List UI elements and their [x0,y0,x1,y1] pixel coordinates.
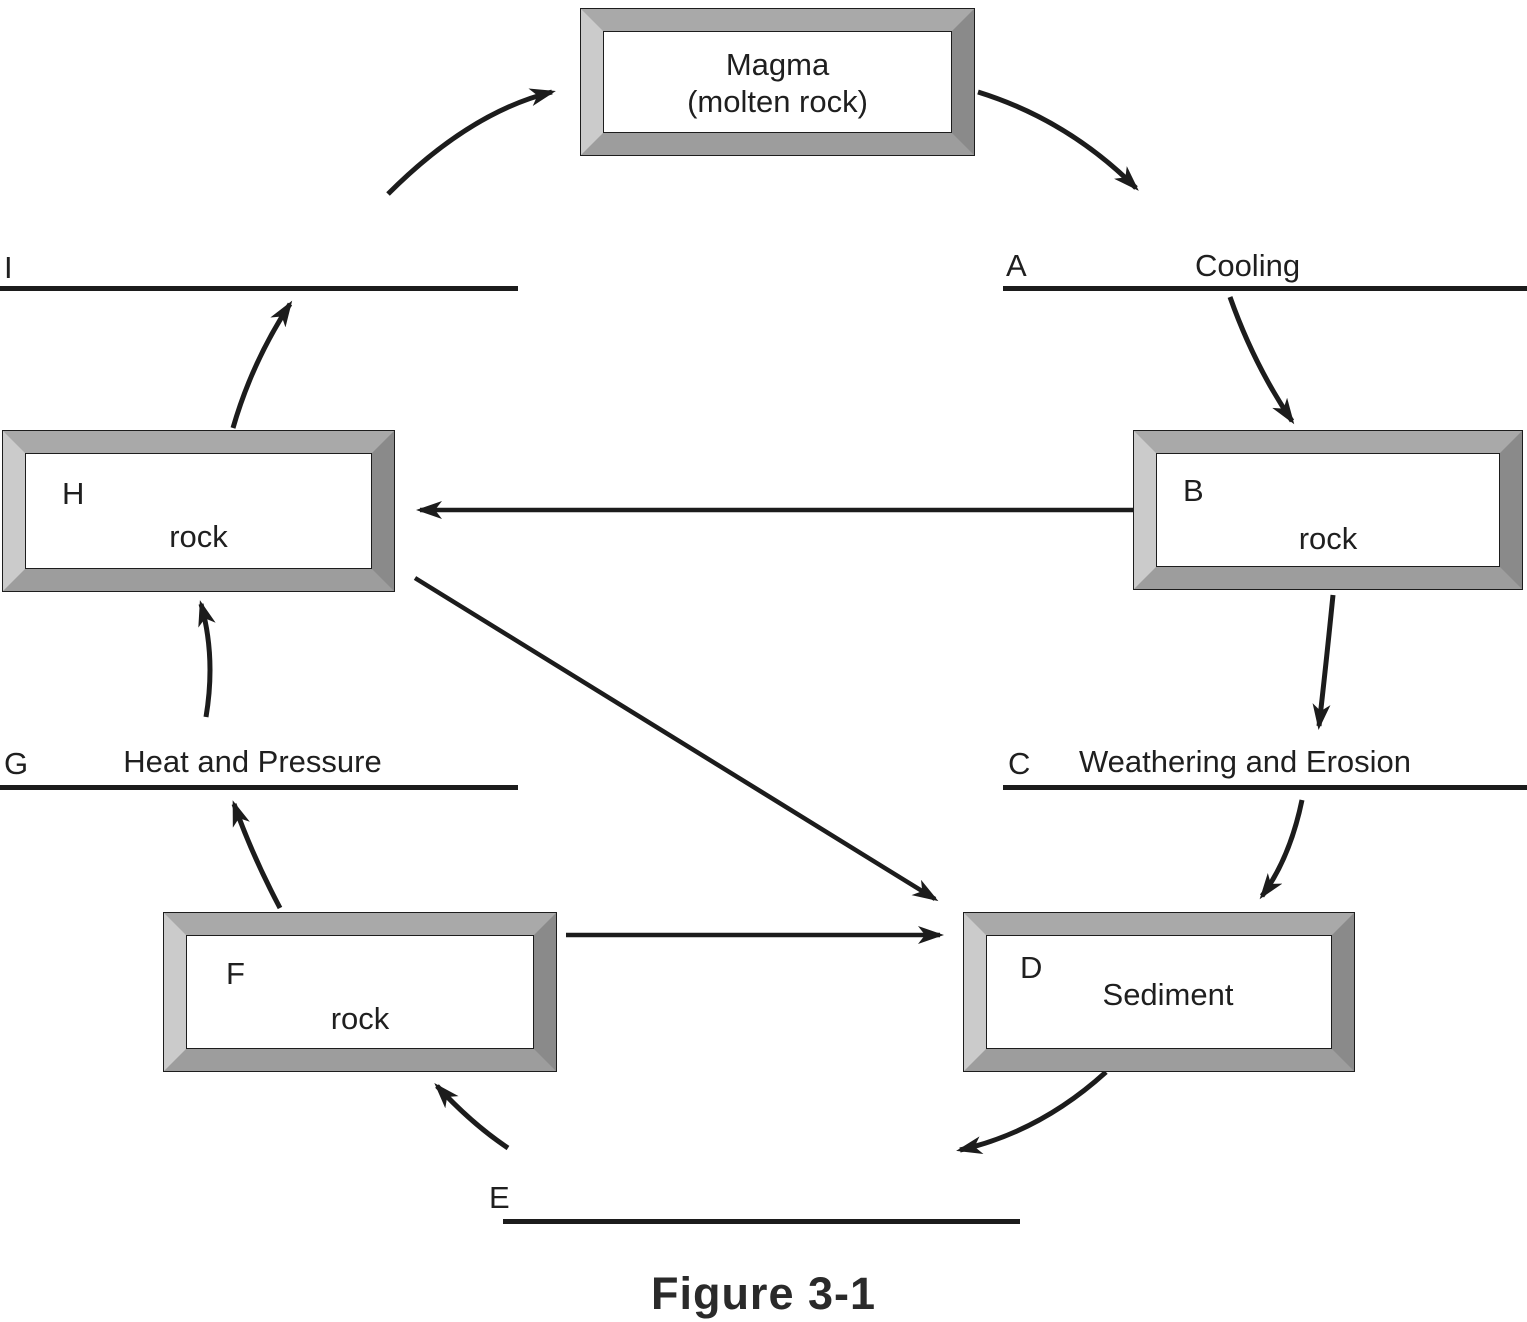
arrow-g-to-h [198,600,216,718]
arrow-a-to-b [1227,296,1295,425]
blank-c-line [1003,785,1527,790]
arrow-d-to-e [956,1070,1108,1154]
b-box-letter: B [1183,473,1204,508]
arrow-h-to-i [230,300,293,429]
blank-e-line [503,1219,1020,1224]
figure-caption: Figure 3-1 [650,1268,877,1319]
f-box-text: rock [330,1001,390,1036]
node-f-box: F rock [163,912,557,1072]
blank-i-letter: I [4,250,13,285]
node-magma-box: Magma (molten rock) [580,8,975,156]
d-box-inner: D Sediment [986,935,1332,1049]
blank-c-label: Weathering and Erosion [1078,744,1412,779]
h-box-letter: H [62,476,85,511]
h-box-text: rock [169,519,228,554]
blank-c-letter: C [1008,746,1031,781]
b-box-text: rock [1298,521,1358,556]
magma-box-inner: Magma (molten rock) [603,31,952,133]
f-box-frame: F rock [164,913,556,1071]
f-box-letter: F [226,956,245,991]
blank-g-letter: G [4,746,29,781]
arrow-h-to-d [413,576,939,902]
magma-label-line2: (molten rock) [687,84,868,119]
arrow-magma-to-a [977,89,1139,191]
arrow-e-to-f [434,1083,510,1151]
node-h-box: H rock [2,430,395,592]
blank-a-letter: A [1006,248,1027,283]
d-box-frame: D Sediment [964,913,1354,1071]
f-box-inner: F rock [186,935,534,1049]
arrow-c-to-d [1259,799,1305,900]
blank-e-letter: E [489,1180,510,1215]
b-box-frame: B rock [1134,431,1522,589]
arrow-b-to-c [1312,594,1336,730]
d-box-text: Sediment [1102,977,1234,1012]
node-d-box: D Sediment [963,912,1355,1072]
node-b-box: B rock [1133,430,1523,590]
arrow-i-to-magma [386,88,556,196]
magma-label-line1: Magma [725,47,830,82]
d-box-letter: D [1020,950,1043,985]
blank-g-line [0,785,518,790]
blank-a-label: Cooling [1194,248,1301,283]
magma-box-frame: Magma (molten rock) [581,9,974,155]
blank-g-label: Heat and Pressure [123,744,382,779]
blank-a-line [1003,286,1527,291]
arrow-f-to-g [231,800,283,910]
b-box-inner: B rock [1156,453,1500,567]
magma-label: Magma (molten rock) [604,46,951,120]
blank-i-line [0,286,518,291]
h-box-inner: H rock [25,453,372,569]
h-box-frame: H rock [3,431,394,591]
